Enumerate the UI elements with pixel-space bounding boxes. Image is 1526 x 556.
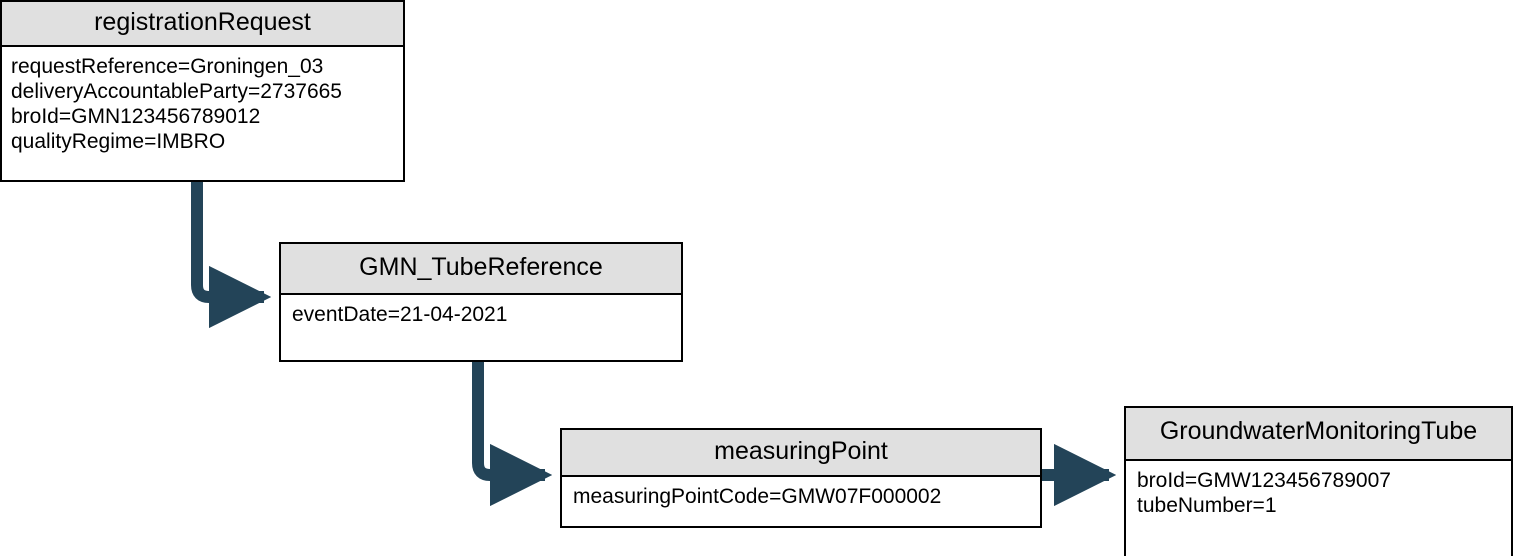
attribute-request-reference: requestReference=Groningen_03 (11, 55, 324, 78)
node-title-registration-request: registrationRequest (2, 2, 403, 47)
connector-gmnTubeReference-to-measuringPoint (472, 358, 553, 507)
node-registration-request[interactable]: registrationRequest requestReference=Gro… (0, 0, 405, 182)
attribute-measuring-point-code: measuringPointCode=GMW07F000002 (573, 485, 942, 508)
node-measuring-point[interactable]: measuringPoint measuringPointCode=GMW07F… (560, 428, 1042, 528)
attribute-delivery-accountable-party: deliveryAccountableParty=2737665 (11, 80, 342, 103)
attribute-tube-number: tubeNumber=1 (1137, 494, 1277, 517)
node-title-measuring-point: measuringPoint (562, 430, 1040, 477)
connector-registrationRequest-to-gmnTubeReference (191, 178, 272, 329)
node-attributes-groundwater-monitoring-tube: broId=GMW123456789007 tubeNumber=1 (1126, 461, 1511, 556)
attribute-bro-id: broId=GMN123456789012 (11, 105, 261, 128)
node-gmn-tube-reference[interactable]: GMN_TubeReference eventDate=21-04-2021 (279, 242, 683, 362)
node-attributes-registration-request: requestReference=Groningen_03 deliveryAc… (2, 47, 403, 180)
node-groundwater-monitoring-tube[interactable]: GroundwaterMonitoringTube broId=GMW12345… (1124, 406, 1513, 556)
attribute-bro-id: broId=GMW123456789007 (1137, 469, 1391, 492)
node-title-groundwater-monitoring-tube: GroundwaterMonitoringTube (1126, 408, 1511, 461)
attribute-event-date: eventDate=21-04-2021 (292, 303, 508, 326)
attribute-quality-regime: qualityRegime=IMBRO (11, 130, 226, 153)
node-attributes-measuring-point: measuringPointCode=GMW07F000002 (562, 477, 1040, 526)
node-title-gmn-tube-reference: GMN_TubeReference (281, 244, 681, 295)
node-attributes-gmn-tube-reference: eventDate=21-04-2021 (281, 295, 681, 360)
